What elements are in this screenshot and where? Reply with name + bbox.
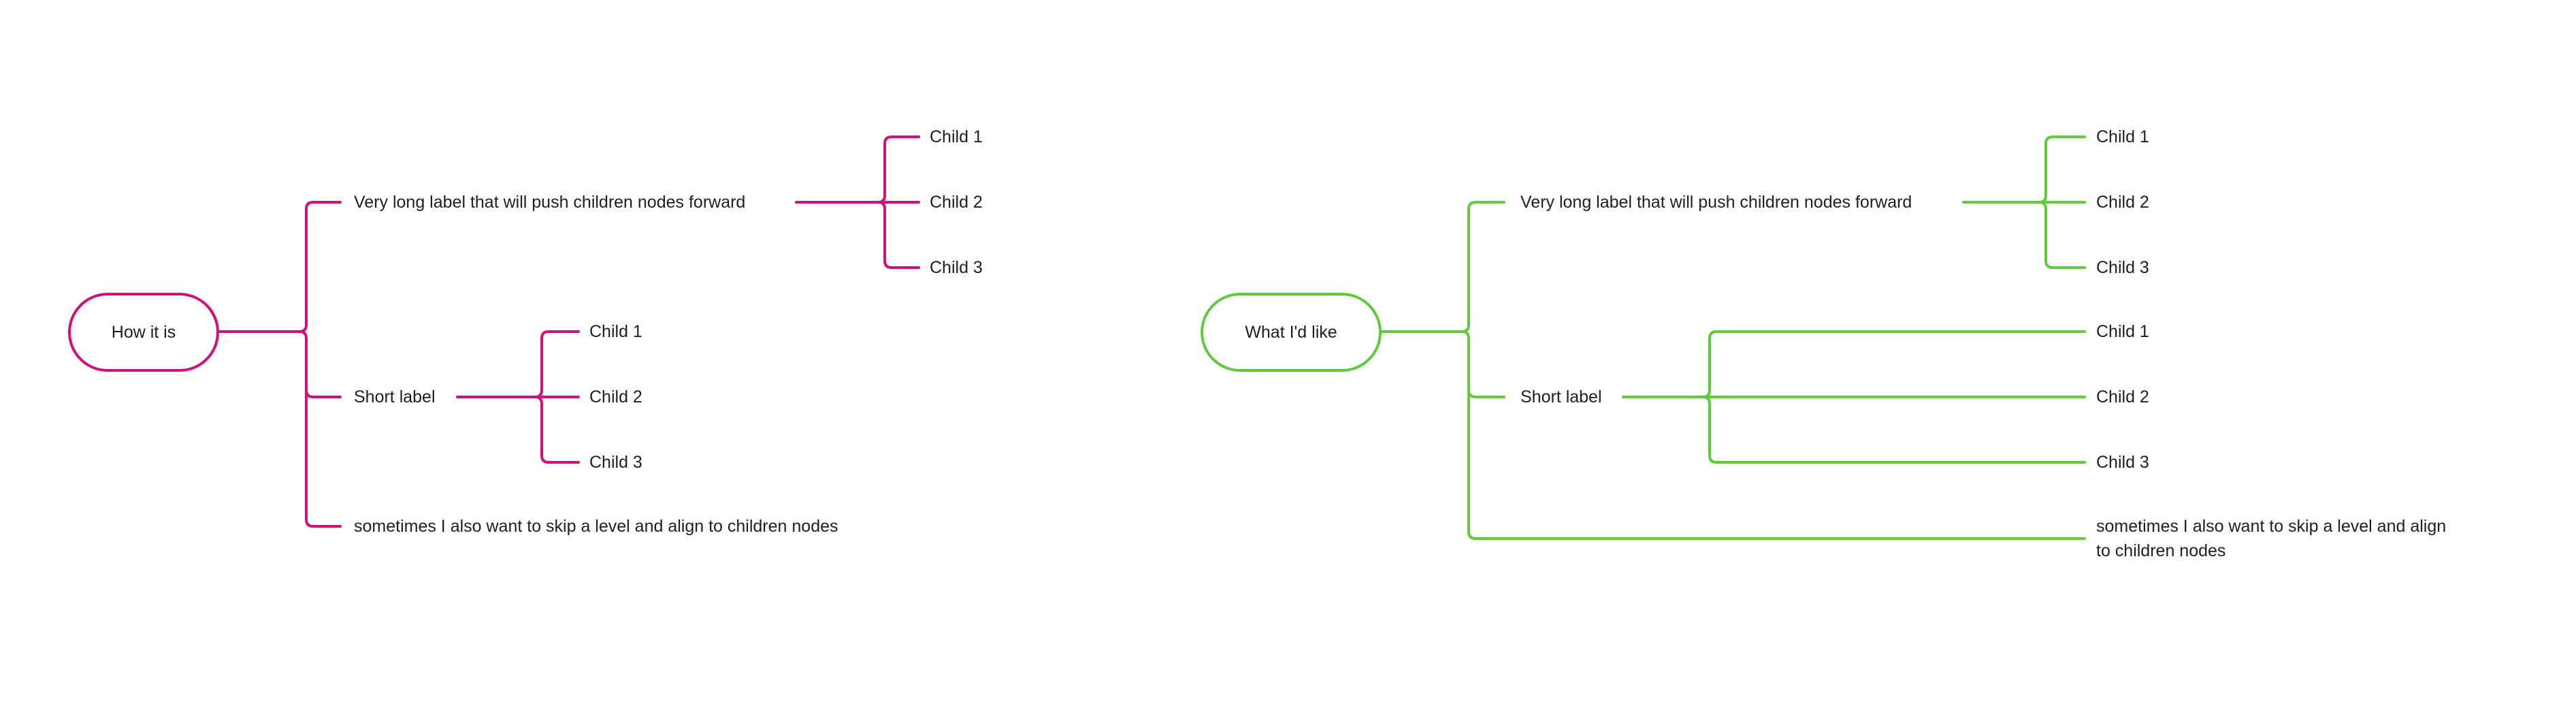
right-root-node[interactable]: What I'd like — [1201, 293, 1382, 372]
left-short-connector — [456, 330, 580, 398]
left-root-node[interactable]: How it is — [68, 293, 219, 372]
right-long-connector — [1962, 135, 2086, 204]
left-long-child-3[interactable]: Child 3 — [930, 258, 983, 277]
left-root-label: How it is — [111, 322, 176, 342]
left-short-child-1[interactable]: Child 1 — [589, 322, 642, 341]
right-branch-long[interactable]: Very long label that will push children … — [1520, 193, 1912, 212]
right-long-child-2[interactable]: Child 2 — [2096, 193, 2149, 212]
right-long-child-1[interactable]: Child 1 — [2096, 127, 2149, 146]
right-short-child-3[interactable]: Child 3 — [2096, 453, 2149, 472]
left-long-child-2[interactable]: Child 2 — [930, 193, 983, 212]
right-branch-skip[interactable]: sometimes I also want to skip a level an… — [2096, 517, 2447, 560]
right-short-child-2[interactable]: Child 2 — [2096, 387, 2149, 406]
right-root-connector — [1380, 201, 1505, 333]
right-long-child-3[interactable]: Child 3 — [2096, 258, 2149, 277]
right-spine-mid — [1467, 389, 1505, 398]
left-short-connector-low — [534, 396, 580, 464]
right-connectors — [1380, 135, 2086, 540]
left-branch-long[interactable]: Very long label that will push children … — [354, 193, 746, 212]
left-short-child-2[interactable]: Child 2 — [589, 387, 642, 406]
left-root-connector — [218, 201, 342, 333]
left-spine-mid — [305, 389, 342, 398]
left-branch-short[interactable]: Short label — [354, 387, 436, 406]
right-long-connector-low — [2038, 201, 2086, 269]
right-short-child-1[interactable]: Child 1 — [2096, 322, 2149, 341]
left-spine-lower — [298, 330, 342, 528]
right-spine-lower — [1461, 330, 2086, 540]
left-connectors — [218, 135, 920, 528]
right-short-connector-low — [1701, 396, 2086, 464]
right-short-connector — [1622, 330, 2086, 398]
left-short-child-3[interactable]: Child 3 — [589, 453, 642, 472]
left-branch-skip[interactable]: sometimes I also want to skip a level an… — [354, 517, 838, 536]
left-long-connector-low — [877, 201, 920, 269]
left-long-connector — [795, 135, 920, 204]
right-root-label: What I'd like — [1245, 322, 1337, 342]
right-branch-short[interactable]: Short label — [1520, 387, 1602, 406]
left-long-child-1[interactable]: Child 1 — [930, 127, 983, 146]
